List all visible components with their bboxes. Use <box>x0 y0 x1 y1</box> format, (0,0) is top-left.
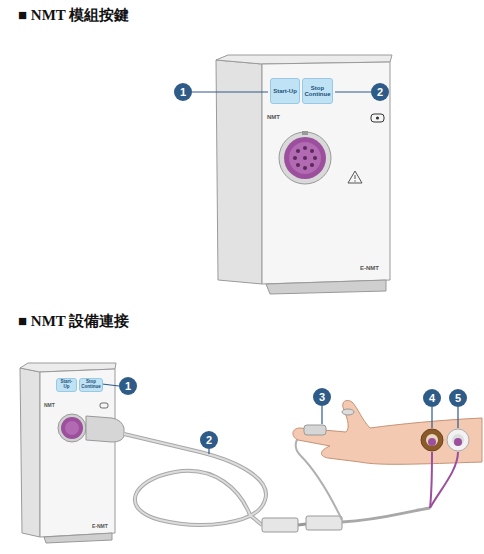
leader-line <box>208 449 209 454</box>
electrode <box>454 438 462 446</box>
callout-number: 4 <box>423 389 441 407</box>
connector-socket <box>65 421 79 435</box>
callout-number: 2 <box>371 83 389 101</box>
module-marking: E-NMT <box>360 265 379 271</box>
connector-socket <box>303 156 307 160</box>
connector-socket <box>279 132 331 184</box>
electrode <box>430 452 432 508</box>
cable <box>124 434 266 525</box>
cable <box>306 516 342 530</box>
button-key: Stop Continue <box>302 78 333 104</box>
button-key: Stop Continue <box>79 378 103 392</box>
connector-socket <box>296 163 300 167</box>
connector-socket <box>310 149 314 153</box>
callout-number: 5 <box>449 389 467 407</box>
warning-symbol <box>355 175 356 179</box>
cable <box>124 434 266 525</box>
module-top <box>266 280 386 294</box>
hand <box>304 425 326 435</box>
connector-socket <box>310 163 314 167</box>
button-label: Stop Continue <box>81 380 101 389</box>
callout-number: 1 <box>174 83 192 101</box>
module-marking: NMT <box>267 114 280 120</box>
leader-line <box>335 91 371 92</box>
connector-socket <box>293 156 297 160</box>
module-top <box>216 60 262 284</box>
module-bottom <box>100 403 108 408</box>
callout-number: 2 <box>200 431 218 449</box>
module-top <box>216 55 392 294</box>
connector-socket <box>279 131 331 184</box>
electrode <box>430 452 458 508</box>
leader-line <box>102 384 458 454</box>
cable <box>342 508 430 522</box>
connector-socket <box>296 149 300 153</box>
electrode <box>452 434 464 446</box>
connector-socket <box>302 131 308 135</box>
connector-socket <box>58 414 86 442</box>
hand <box>293 400 482 464</box>
connector-socket <box>313 156 317 160</box>
electrode <box>447 429 469 451</box>
connector-socket <box>303 166 307 170</box>
section-heading: ■ NMT 模組按鍵 <box>18 6 129 25</box>
cable <box>262 518 298 532</box>
leader-line <box>102 384 119 386</box>
warning-symbol <box>348 171 362 183</box>
module-marking: E-NMT <box>92 523 108 529</box>
module-bottom <box>20 368 40 537</box>
electrode <box>421 429 443 451</box>
button-key: Start-Up <box>270 78 300 104</box>
cable <box>298 524 306 525</box>
connector-socket <box>284 137 326 179</box>
leader-line <box>457 407 458 428</box>
electrode <box>421 429 469 508</box>
hand <box>293 400 482 464</box>
leader-line <box>192 91 268 92</box>
bf-symbol <box>371 114 384 122</box>
bf-symbol <box>371 114 384 122</box>
warning-symbol <box>354 180 355 181</box>
module-marking: NMT <box>44 402 55 408</box>
callout-number: 3 <box>313 388 331 406</box>
module-bottom <box>20 363 116 543</box>
electrode <box>428 438 436 446</box>
callout-number: 1 <box>119 377 137 395</box>
connector-socket <box>303 146 307 150</box>
connector-socket <box>289 142 321 174</box>
warning-symbol <box>348 171 362 183</box>
section-heading: ■ NMT 設備連接 <box>18 312 129 331</box>
leader-line <box>321 406 322 424</box>
electrode <box>426 434 438 446</box>
bf-symbol <box>376 116 379 119</box>
button-key: Start-Up <box>56 378 77 392</box>
connector-socket <box>58 414 86 442</box>
cable <box>86 416 124 442</box>
connector-socket <box>61 417 83 439</box>
button-label: Start-Up <box>273 88 297 94</box>
button-label: Start-Up <box>58 380 75 389</box>
module-top <box>262 62 390 284</box>
module-bottom <box>44 533 112 543</box>
button-label: Stop Continue <box>304 85 331 98</box>
module-bottom <box>40 369 115 537</box>
hand <box>342 409 354 415</box>
leader-line <box>431 407 432 428</box>
